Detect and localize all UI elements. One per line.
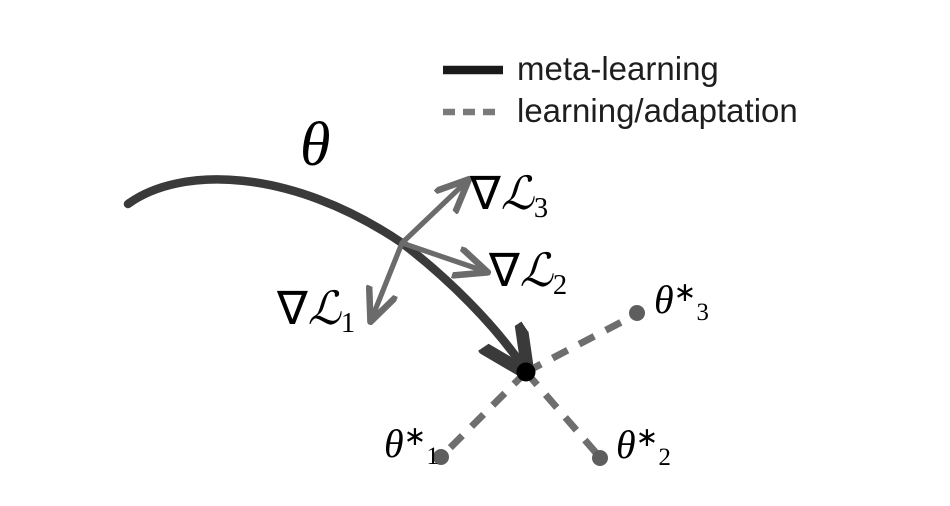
theta-glyph: θ (300, 111, 331, 179)
nabla-glyph-2: ∇ (489, 245, 520, 296)
theta-star-3-subscript: 3 (696, 299, 709, 327)
theta-star-3-superscript: ∗ (673, 277, 697, 307)
gradient-3-subscript: 3 (533, 192, 549, 224)
theta-star-2-subscript: 2 (658, 444, 671, 472)
theta-star-1-label: θ∗1 (384, 421, 439, 471)
theta-glyph-3: θ (654, 277, 674, 323)
theta-star-3-label: θ∗3 (654, 277, 709, 327)
theta-star-2-superscript: ∗ (635, 422, 659, 452)
theta-star-1-subscript: 1 (426, 443, 439, 471)
gradient-arrow-2 (399, 240, 484, 271)
theta-star-2-label: θ∗2 (616, 422, 671, 472)
theta-star-1-point (433, 449, 449, 465)
gradient-arrow-1 (372, 240, 405, 318)
script-l-glyph-3: ℒ (500, 166, 534, 220)
meta-parameter-point (516, 362, 536, 382)
gradient-1-subscript: 1 (340, 307, 356, 339)
adaptation-path-2 (523, 369, 600, 457)
meta-learning-descent (397, 238, 524, 368)
gradient-loss-1-label: ∇ℒ1 (277, 285, 355, 339)
gradient-loss-2-label: ∇ℒ2 (489, 247, 567, 301)
nabla-glyph-3: ∇ (470, 168, 501, 219)
legend-label-learning-adaptation: learning/adaptation (517, 92, 798, 129)
theta-glyph-1: θ (384, 421, 404, 467)
adaptation-path-3 (524, 312, 635, 376)
nabla-glyph-1: ∇ (277, 283, 308, 334)
theta-star-2-point (592, 450, 608, 466)
gradient-2-subscript: 2 (552, 269, 568, 301)
script-l-glyph-1: ℒ (307, 281, 341, 335)
theta-label: θ (300, 114, 330, 176)
script-l-glyph-2: ℒ (519, 243, 553, 297)
meta-learning-curve (123, 175, 407, 248)
theta-star-3-point (629, 305, 645, 321)
legend-label-meta-learning: meta-learning (517, 50, 719, 87)
adaptation-path-1 (442, 369, 529, 456)
theta-glyph-2: θ (616, 422, 636, 468)
gradient-loss-3-label: ∇ℒ3 (470, 170, 548, 224)
gradient-arrow-3 (399, 182, 466, 246)
theta-star-1-superscript: ∗ (403, 421, 427, 451)
